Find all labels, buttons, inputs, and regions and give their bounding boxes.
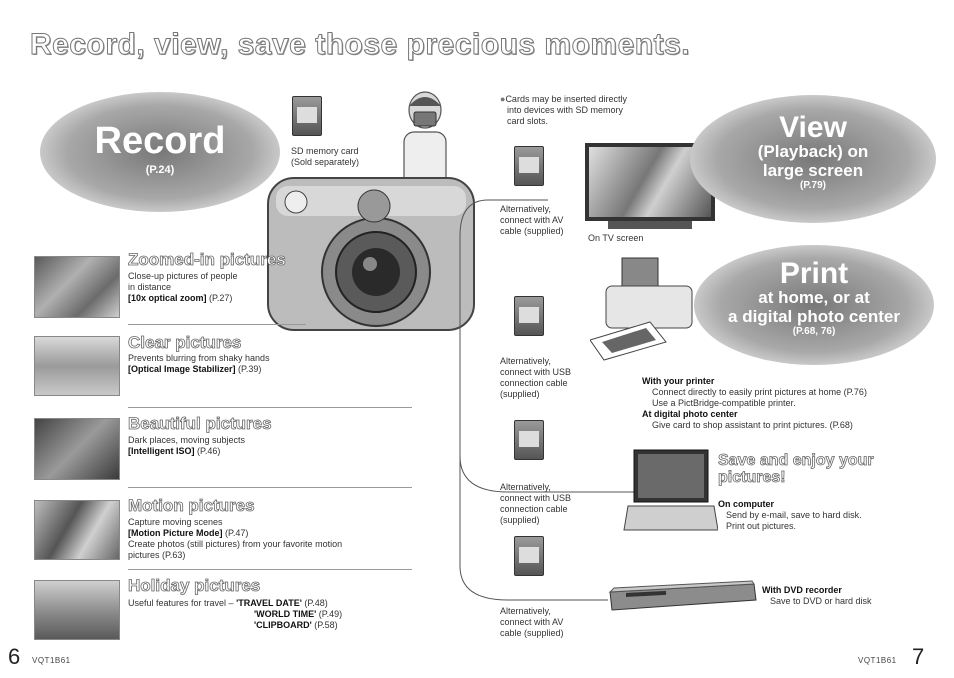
holiday-title: Holiday pictures — [128, 576, 261, 596]
beautiful-title: Beautiful pictures — [128, 414, 272, 434]
view-ref: (P.79) — [800, 180, 826, 192]
sd-card-image — [292, 96, 322, 136]
zoomed-photo — [34, 256, 120, 318]
record-badge: Record (P.24) — [40, 92, 280, 212]
motion-desc: Capture moving scenes [Motion Picture Mo… — [128, 517, 343, 560]
sd-card-computer — [514, 420, 544, 460]
page-title: Record, view, save those precious moment… — [29, 28, 691, 62]
clear-desc: Prevents blurring from shaky hands [Opti… — [128, 353, 270, 374]
divider — [128, 407, 412, 408]
print-badge: Print at home, or at a digital photo cen… — [694, 245, 934, 365]
motion-photo — [34, 500, 120, 560]
alt-usb-2: Alternatively, connect with USB connecti… — [500, 482, 572, 525]
holiday-photo — [34, 580, 120, 640]
page-number-right: 7 — [912, 644, 925, 669]
printer-illustration — [590, 257, 693, 361]
divider — [128, 569, 412, 570]
page-number-left: 6 — [8, 644, 21, 669]
sd-card-print — [514, 296, 544, 336]
sd-card-dvd — [514, 536, 544, 576]
beautiful-photo — [34, 418, 120, 480]
photographer-illustration — [403, 91, 447, 191]
record-ref: (P.24) — [145, 164, 175, 176]
holiday-desc: Useful features for travel – 'TRAVEL DAT… — [128, 598, 343, 630]
code-left: VQT1B61 — [32, 656, 71, 665]
clear-photo — [34, 336, 120, 396]
zoomed-title: Zoomed-in pictures — [128, 250, 287, 270]
camera-illustration — [267, 177, 475, 331]
printer-info: With your printer Connect directly to ea… — [642, 376, 867, 430]
sd-card-view — [514, 146, 544, 186]
view-title: View — [779, 111, 847, 144]
cards-note: ●Cards may be inserted directly into dev… — [500, 94, 627, 126]
view-line2: large screen — [762, 160, 864, 180]
divider — [128, 487, 412, 488]
alt-av-2: Alternatively, connect with AV cable (su… — [500, 606, 564, 638]
print-title: Print — [779, 257, 849, 290]
divider — [128, 324, 306, 325]
beautiful-desc: Dark places, moving subjects [Intelligen… — [128, 435, 246, 456]
connection-lines — [459, 199, 638, 601]
view-badge: View (Playback) on large screen (P.79) — [690, 95, 936, 223]
view-line1: (Playback) on — [757, 142, 869, 161]
record-title: Record — [94, 120, 226, 162]
clear-title: Clear pictures — [128, 333, 242, 353]
motion-title: Motion pictures — [128, 496, 255, 516]
alt-av-1: Alternatively, connect with AV cable (su… — [500, 204, 564, 236]
computer-info: On computer Send by e-mail, save to hard… — [718, 499, 862, 531]
alt-usb-1: Alternatively, connect with USB connecti… — [500, 356, 572, 399]
print-line1: at home, or at — [758, 288, 870, 307]
print-line2: a digital photo center — [728, 306, 900, 326]
print-ref: (P.68, 76) — [792, 326, 836, 338]
code-right: VQT1B61 — [858, 656, 897, 665]
sd-card-label: SD memory card (Sold separately) — [291, 146, 360, 167]
tv-label: On TV screen — [588, 233, 644, 243]
tv-stand — [608, 221, 692, 229]
zoomed-desc: Close-up pictures of people in distance … — [128, 271, 238, 303]
dvd-recorder-illustration — [608, 580, 757, 611]
dvd-info: With DVD recorder Save to DVD or hard di… — [762, 585, 872, 606]
laptop-illustration — [623, 449, 718, 531]
save-title: Save and enjoy your pictures! — [718, 452, 874, 487]
